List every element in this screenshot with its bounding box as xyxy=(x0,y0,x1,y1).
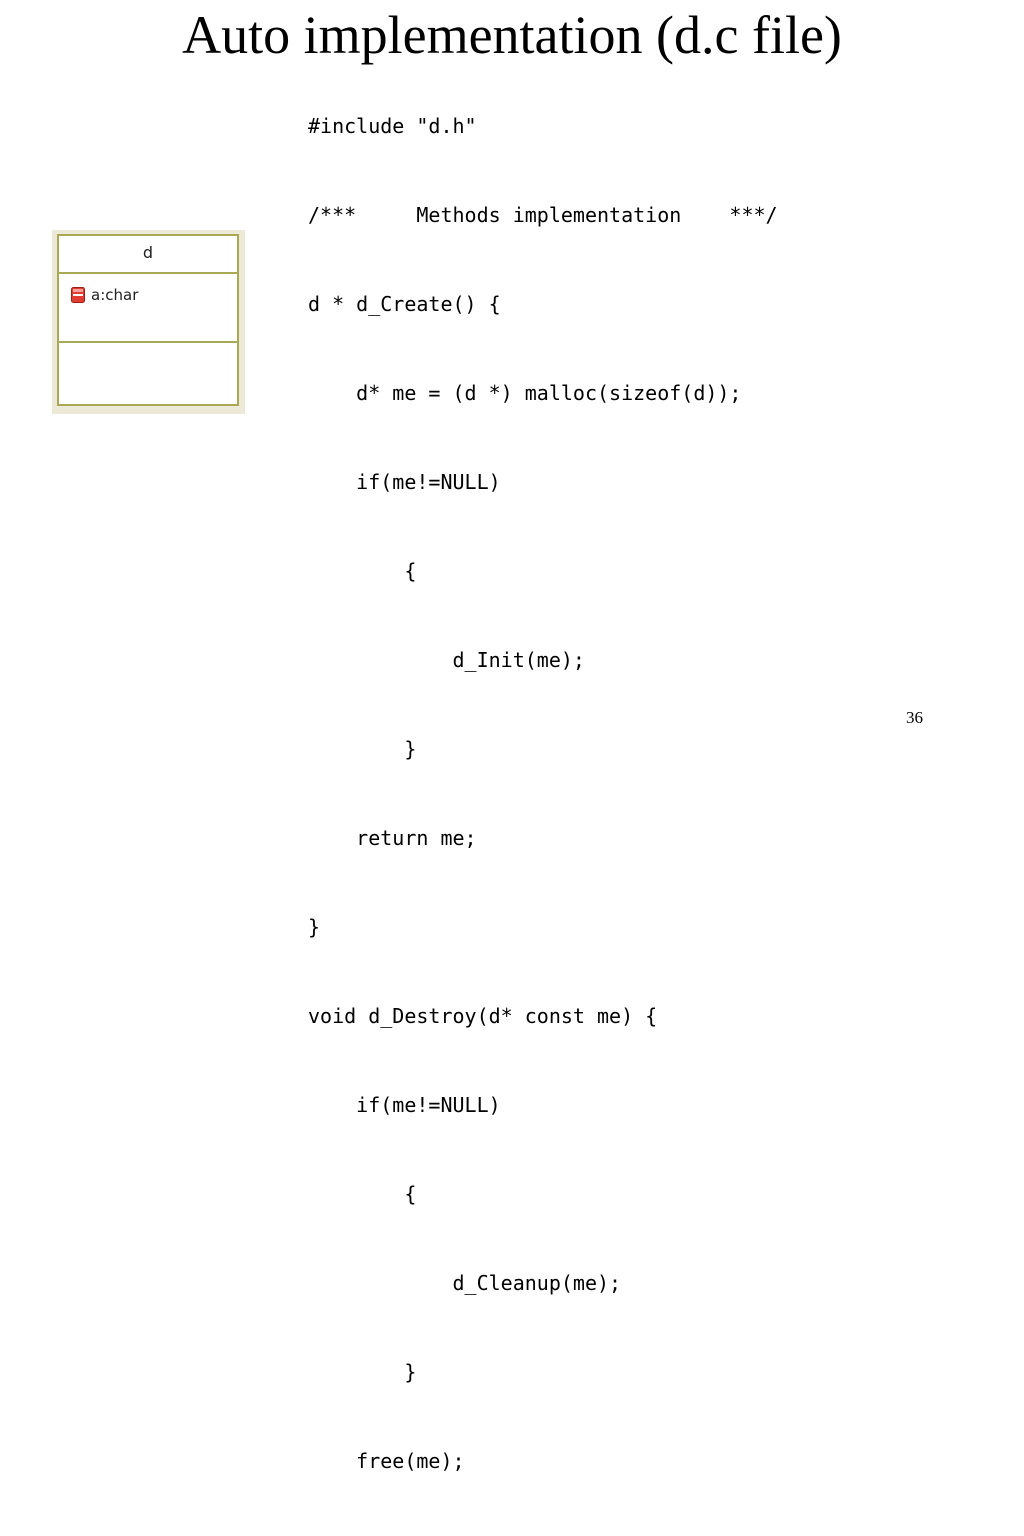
code-line: return me; xyxy=(308,826,477,850)
uml-class-diagram: d a:char xyxy=(52,230,245,414)
slide-title: Auto implementation (d.c file) xyxy=(182,5,842,65)
code-line: { xyxy=(308,559,417,583)
uml-attribute: a:char xyxy=(71,286,138,304)
private-attribute-icon xyxy=(71,287,85,303)
uml-operations-compartment xyxy=(59,343,237,404)
code-listing: #include "d.h" /*** Methods implementati… xyxy=(308,62,778,1536)
code-line: #include "d.h" xyxy=(308,114,477,138)
uml-attribute-label: a:char xyxy=(91,286,139,304)
code-line: void d_Destroy(d* const me) { xyxy=(308,1004,658,1028)
page-number: 36 xyxy=(906,708,923,727)
code-line: } xyxy=(308,737,417,761)
code-line: d_Cleanup(me); xyxy=(308,1271,622,1295)
code-line: { xyxy=(308,1182,417,1206)
code-line: d* me = (d *) malloc(sizeof(d)); xyxy=(308,381,742,405)
code-line: /*** Methods implementation ***/ xyxy=(308,203,778,227)
code-line: if(me!=NULL) xyxy=(308,1093,501,1117)
code-line: free(me); xyxy=(308,1449,465,1473)
uml-class-box: d a:char xyxy=(57,234,239,406)
code-line: } xyxy=(308,915,321,939)
code-line: } xyxy=(308,1360,417,1384)
code-line: } xyxy=(308,1534,778,1536)
code-line: d * d_Create() { xyxy=(308,292,501,316)
uml-class-name: d xyxy=(59,236,237,274)
code-line: if(me!=NULL) xyxy=(308,470,501,494)
uml-attributes-compartment: a:char xyxy=(59,274,237,343)
code-line: d_Init(me); xyxy=(308,648,585,672)
